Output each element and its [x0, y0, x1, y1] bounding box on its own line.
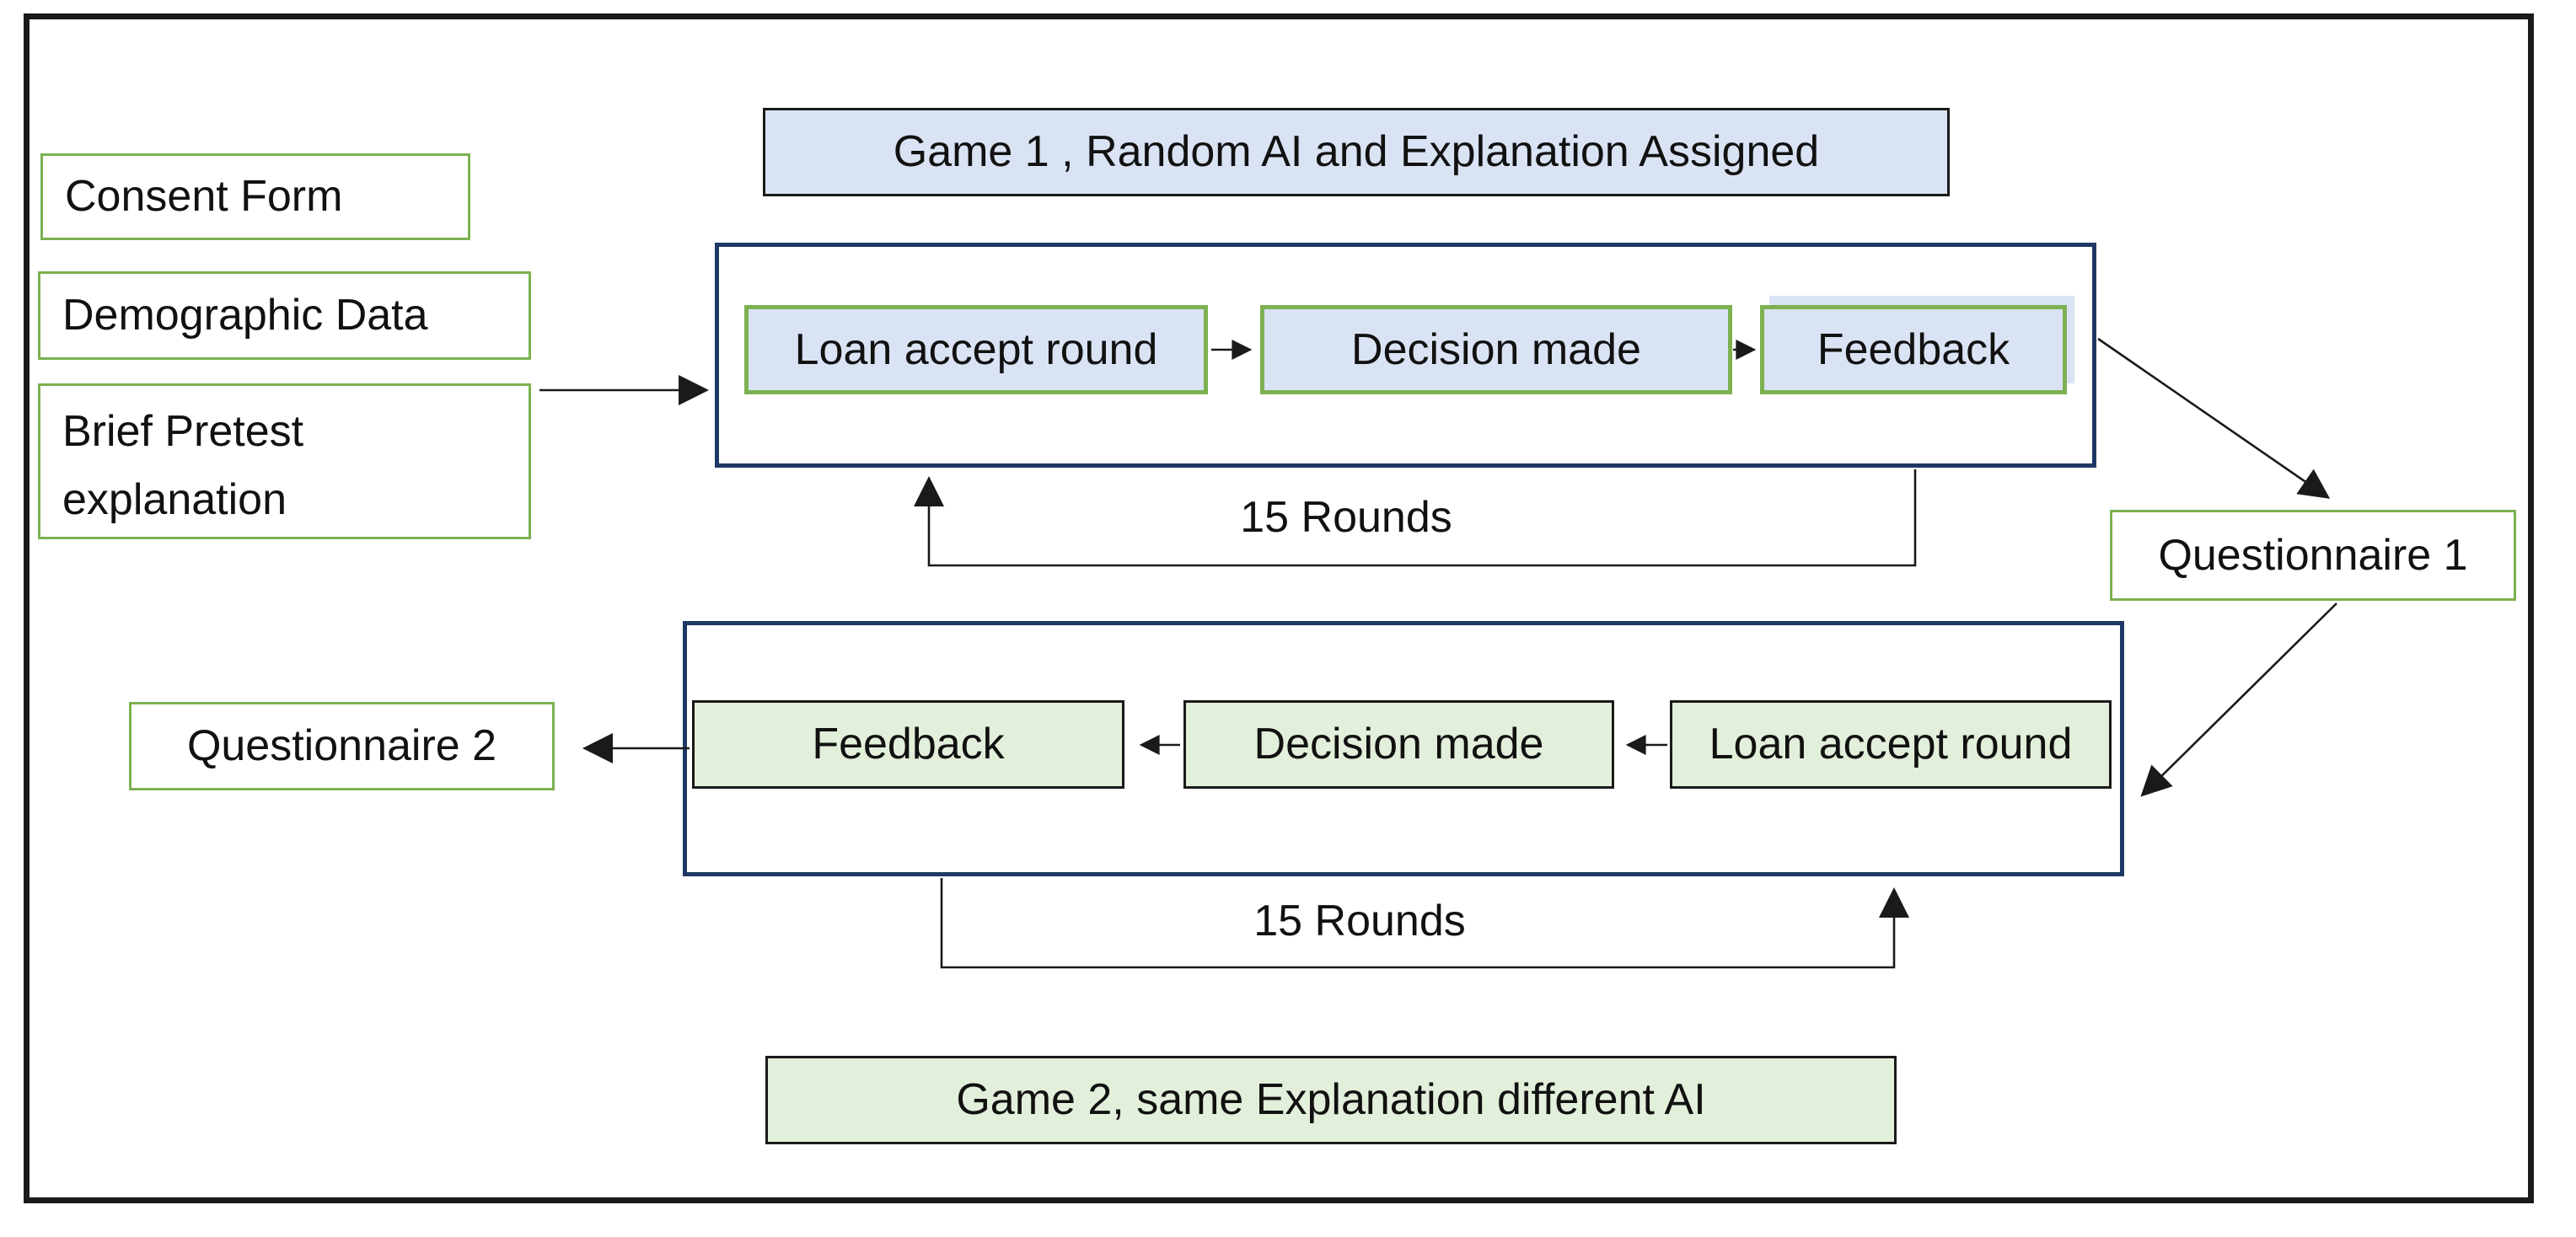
game1-step-decision-made: Decision made [1260, 305, 1732, 394]
game1-step-label: Feedback [1817, 324, 2010, 374]
game1-step-feedback: Feedback [1760, 305, 2067, 394]
game2-title-label: Game 2, same Explanation different AI [956, 1075, 1706, 1125]
consent-form-box: Consent Form [40, 153, 470, 240]
demographic-data-box: Demographic Data [38, 271, 531, 360]
game1-title-box: Game 1 , Random AI and Explanation Assig… [763, 108, 1950, 196]
game1-step-loan-accept-round: Loan accept round [744, 305, 1208, 394]
game2-title-box: Game 2, same Explanation different AI [765, 1056, 1897, 1144]
demographic-data-label: Demographic Data [62, 291, 428, 340]
game2-rounds-label: 15 Rounds [1253, 897, 1466, 945]
questionnaire1-label: Questionnaire 1 [2158, 530, 2468, 580]
game2-step-label: Loan accept round [1709, 720, 2073, 769]
game1-title-label: Game 1 , Random AI and Explanation Assig… [893, 127, 1820, 177]
questionnaire2-label: Questionnaire 2 [186, 721, 497, 771]
game1-step-label: Decision made [1351, 324, 1641, 374]
game2-step-label: Feedback [812, 720, 1005, 769]
game1-step-label: Loan accept round [794, 324, 1158, 374]
questionnaire2-box: Questionnaire 2 [129, 702, 555, 790]
questionnaire1-box: Questionnaire 1 [2110, 510, 2516, 601]
brief-pretest-label: Brief Pretest explanation [62, 407, 304, 525]
consent-form-label: Consent Form [65, 172, 343, 222]
game2-step-loan-accept-round: Loan accept round [1670, 700, 2112, 789]
game1-rounds-label: 15 Rounds [1240, 493, 1452, 542]
brief-pretest-box: Brief Pretest explanation [38, 383, 531, 539]
game2-step-feedback: Feedback [692, 700, 1124, 789]
game2-step-label: Decision made [1253, 720, 1544, 769]
game2-step-decision-made: Decision made [1183, 700, 1614, 789]
